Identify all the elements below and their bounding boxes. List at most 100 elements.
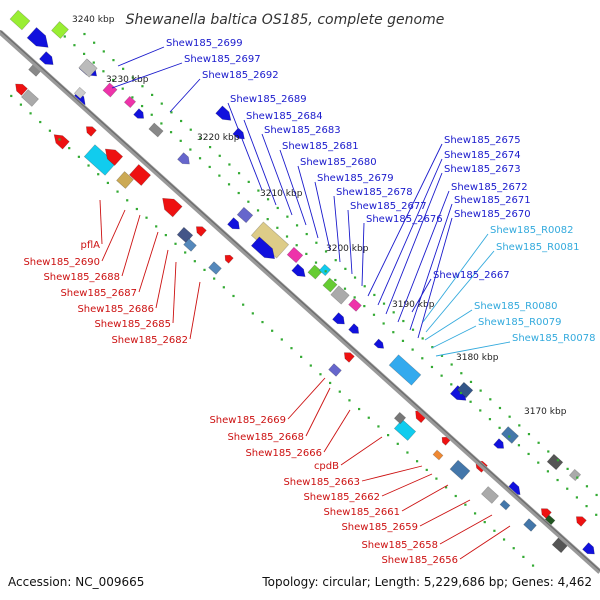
gene-label: Shew185_2686 — [77, 304, 154, 315]
gene-feature — [78, 58, 98, 78]
track-dot — [160, 102, 163, 105]
gene-label: Shew185_R0078 — [512, 333, 596, 344]
track-dot — [469, 400, 472, 403]
gene-label: Shew185_R0082 — [490, 225, 574, 236]
track-dot — [247, 180, 250, 183]
track-dot — [425, 468, 428, 472]
track-dot — [305, 252, 308, 256]
gene-feature — [373, 338, 385, 349]
gene-label: Shew185_2688 — [43, 272, 120, 283]
track-dot — [498, 406, 502, 410]
gene-feature — [51, 21, 69, 39]
gene-feature — [9, 9, 31, 31]
track-dot — [595, 493, 598, 497]
gene-label: Shew185_2689 — [230, 94, 307, 105]
gene-label: Shew185_2656 — [381, 555, 458, 566]
track-dot — [595, 513, 598, 516]
track-dot — [502, 538, 506, 541]
gene-feature — [307, 264, 323, 280]
label-connector — [261, 133, 293, 216]
track-dot — [444, 486, 448, 489]
track-dot — [348, 399, 351, 402]
track-dot — [213, 277, 216, 280]
gene-label: Shew185_2667 — [433, 270, 510, 281]
label-connector — [377, 158, 443, 306]
label-connector — [419, 499, 471, 527]
gene-label: Shew185_2697 — [184, 54, 261, 65]
gene-feature — [236, 206, 254, 224]
gene-label: cpdB — [314, 461, 339, 472]
gene-feature — [546, 453, 564, 471]
label-connector — [381, 473, 433, 497]
track-dot — [575, 496, 579, 499]
gene-feature — [432, 449, 444, 461]
track-dot — [315, 241, 318, 244]
track-dot — [19, 103, 23, 106]
track-dot — [63, 35, 66, 38]
gene-label: Shew185_2692 — [202, 70, 279, 81]
track-dot — [170, 111, 173, 114]
gene-feature — [224, 254, 234, 264]
track-dot — [402, 319, 405, 323]
label-connector — [287, 377, 326, 420]
track-dot — [189, 148, 192, 151]
track-dot — [576, 476, 579, 479]
track-dot — [218, 174, 221, 177]
gene-feature — [208, 261, 222, 275]
track-dot — [396, 442, 399, 445]
track-dot — [151, 93, 154, 97]
gene-feature — [582, 542, 595, 555]
kbp-tick-label: 3210 kbp — [260, 189, 303, 199]
gene-feature — [177, 152, 190, 165]
track-dot — [382, 302, 386, 305]
gene-feature — [104, 148, 124, 166]
track-dot — [338, 390, 341, 393]
kbp-tick-label: 3190 kbp — [392, 300, 435, 310]
track-dot — [290, 347, 293, 350]
track-dot — [415, 460, 419, 463]
track-dot — [135, 207, 138, 211]
track-dot — [10, 94, 13, 98]
track-dot — [411, 328, 415, 331]
track-dot — [401, 339, 405, 342]
track-dot — [193, 260, 196, 263]
track-dot — [179, 139, 182, 142]
track-dot — [111, 78, 115, 82]
track-dot — [473, 512, 477, 515]
label-connector — [111, 62, 183, 89]
track-dot — [237, 191, 240, 195]
gene-feature — [449, 459, 471, 481]
genome-backbone — [0, 30, 600, 574]
gene-feature — [183, 238, 197, 252]
track-dot — [373, 293, 376, 297]
gene-label: Shew185_2662 — [303, 492, 380, 503]
gene-feature — [493, 438, 505, 449]
gene-label: Shew185_2678 — [336, 187, 413, 198]
track-dot — [469, 380, 473, 384]
track-dot — [547, 450, 550, 453]
track-dot — [295, 244, 298, 247]
track-dot — [508, 435, 511, 438]
track-dot — [131, 96, 134, 99]
track-dot — [218, 154, 221, 157]
track-dot — [329, 381, 332, 385]
track-dot — [527, 432, 531, 436]
track-dot — [358, 407, 361, 411]
gene-feature — [85, 126, 97, 137]
track-dot — [319, 373, 322, 376]
label-connector — [459, 525, 511, 560]
gene-feature — [53, 134, 70, 150]
gene-label: Shew185_2676 — [366, 214, 443, 225]
label-connector — [431, 325, 477, 349]
gene-feature — [133, 108, 145, 119]
track-dot — [199, 137, 202, 140]
gene-feature — [227, 217, 240, 230]
track-dot — [479, 389, 482, 392]
track-dot — [450, 383, 453, 386]
track-dot — [556, 459, 560, 462]
track-dot — [82, 52, 86, 55]
track-dot — [411, 348, 414, 351]
label-connector — [361, 465, 423, 482]
gene-label: Shew185_2677 — [350, 201, 427, 212]
label-connector — [347, 209, 353, 275]
